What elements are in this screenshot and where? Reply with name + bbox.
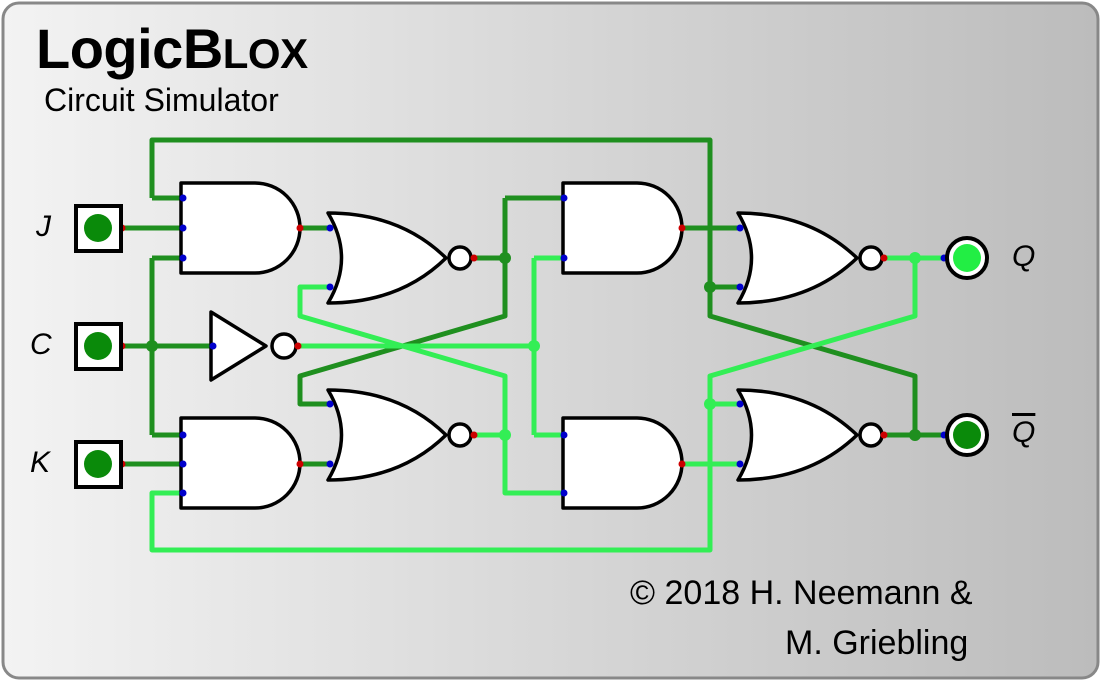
output-q-label: Q (1012, 240, 1036, 273)
output-leds (945, 236, 989, 457)
input-switches (74, 204, 123, 489)
wire-feedback-qbar (149, 137, 713, 287)
app-subtitle: Circuit Simulator (44, 82, 279, 118)
input-j-switch[interactable] (74, 204, 123, 253)
input-k-switch[interactable] (74, 440, 123, 489)
nor-bubble (447, 245, 473, 271)
gate-pins (118, 194, 948, 497)
and-gate-bottom-middle (561, 416, 684, 510)
input-c-label: C (30, 328, 52, 361)
wire-cross-lower (297, 284, 508, 435)
junctions (146, 252, 921, 441)
credit-line-1: © 2018 H. Neemann & (630, 574, 973, 612)
wire-cross-upper (297, 198, 508, 407)
output-qbar-label: Q (1012, 416, 1036, 449)
output-q-led (945, 236, 989, 280)
input-k-label: K (30, 446, 51, 479)
and-gate-top-left (179, 181, 302, 275)
input-c-switch[interactable] (74, 322, 123, 371)
app-title: LogicBLOX (36, 17, 308, 80)
output-qbar-led (945, 413, 989, 457)
credit-line-2: M. Griebling (785, 624, 969, 662)
and-gate-top-middle (561, 181, 684, 275)
nor-gate-upper-left (326, 211, 448, 305)
input-j-label: J (36, 210, 51, 243)
wire-feedback-q (149, 258, 918, 553)
and-gate-bottom-left (179, 416, 302, 510)
nor-gate-lower-left (326, 388, 448, 482)
nor-gate-output-qbar (736, 388, 859, 482)
nor-gate-output-q (736, 211, 859, 305)
wires-high (149, 255, 948, 553)
